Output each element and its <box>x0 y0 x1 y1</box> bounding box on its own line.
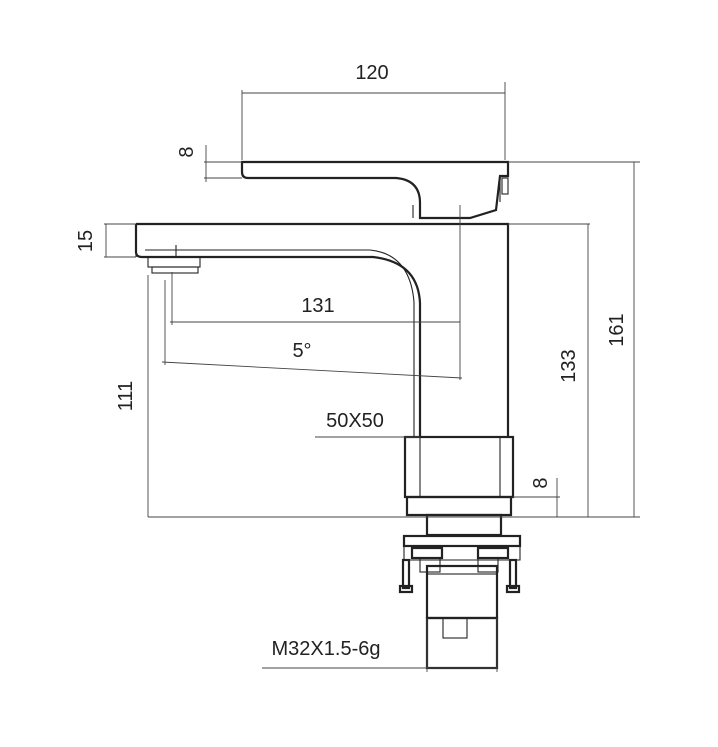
dim-body-size: 50X50 <box>326 410 384 432</box>
dim-spout-top-height: 133 <box>558 349 580 382</box>
faucet-body <box>134 160 522 670</box>
dim-base-thickness: 8 <box>530 477 552 488</box>
dim-width-top: 120 <box>355 62 388 84</box>
dim-total-height: 161 <box>606 313 628 346</box>
dim-spout-thickness: 15 <box>75 230 97 252</box>
dimension-lines <box>104 82 640 672</box>
dim-spout-height: 111 <box>115 381 137 411</box>
dim-handle-thickness: 8 <box>176 146 198 157</box>
dim-thread: M32X1.5-6g <box>272 638 381 660</box>
dim-spout-reach: 131 <box>301 295 334 317</box>
dim-angle: 5° <box>292 340 311 362</box>
